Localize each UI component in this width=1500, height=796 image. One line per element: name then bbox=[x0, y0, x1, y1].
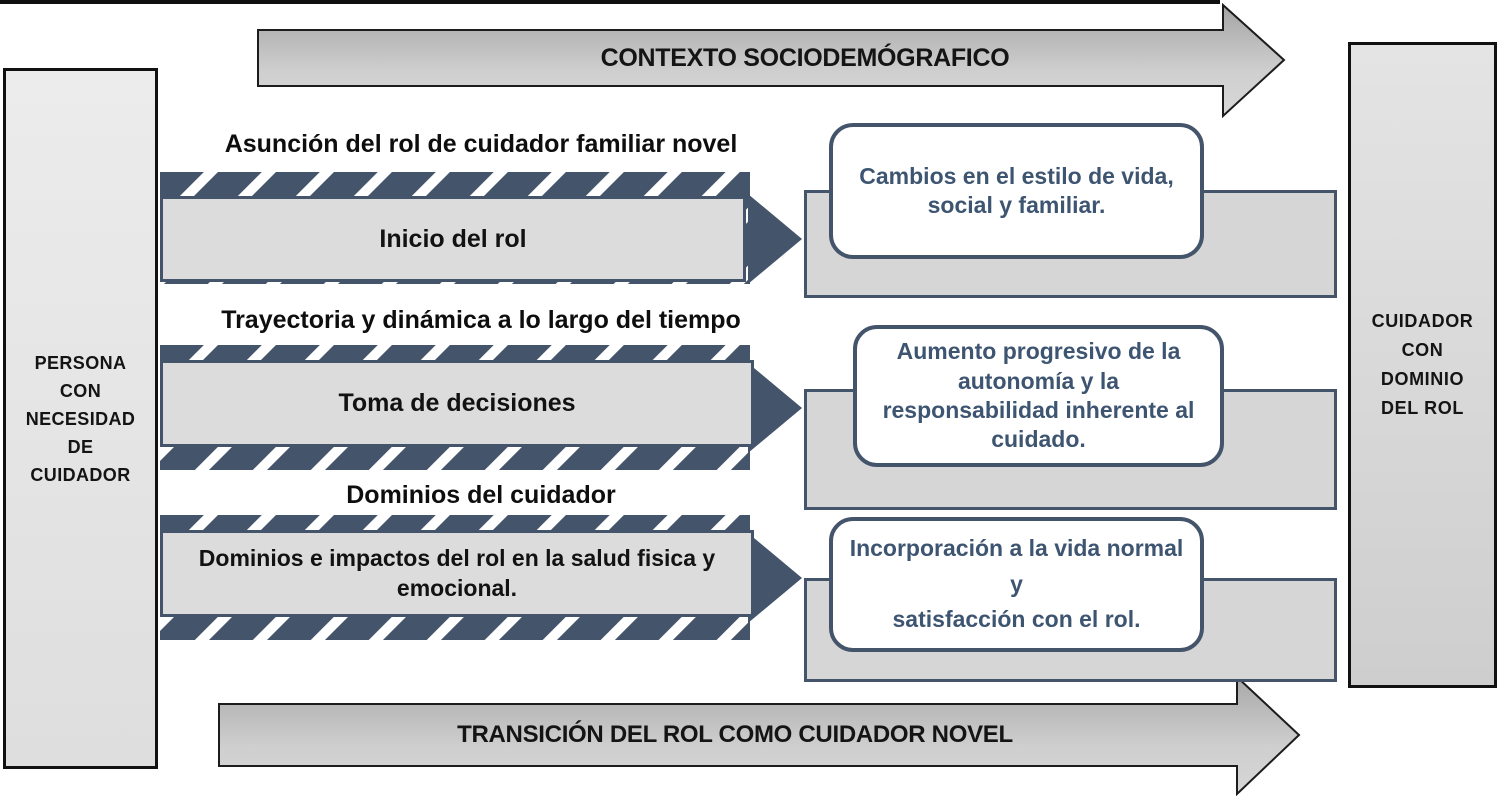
right-panel-label: CUIDADOR CON DOMINIO DEL ROL bbox=[1371, 311, 1474, 418]
row1-callout: Cambios en el estilo de vida, social y f… bbox=[829, 123, 1204, 259]
left-panel-label: PERSONA CON NECESIDAD DE CUIDADOR bbox=[25, 352, 136, 485]
row2-callout-text: Aumento progresivo de la autonomía y la … bbox=[882, 338, 1195, 453]
row3-arrow-box: Dominios e impactos del rol en la salud … bbox=[160, 530, 754, 617]
row2-arrow-box: Toma de decisiones bbox=[160, 360, 754, 447]
left-panel-persona: PERSONA CON NECESIDAD DE CUIDADOR bbox=[3, 68, 158, 769]
row2-callout: Aumento progresivo de la autonomía y la … bbox=[853, 325, 1224, 467]
top-border-line bbox=[0, 0, 1220, 4]
row1-arrow-box: Inicio del rol bbox=[160, 196, 746, 282]
right-panel-cuidador: CUIDADOR CON DOMINIO DEL ROL bbox=[1348, 42, 1497, 688]
row1-heading: Asunción del rol de cuidador familiar no… bbox=[224, 130, 738, 158]
transition-right-arrow-icon bbox=[218, 675, 1301, 796]
row3-heading: Dominios del cuidador bbox=[346, 481, 616, 509]
row1-arrow-box-label: Inicio del rol bbox=[379, 224, 527, 253]
row3-arrow-box-label: Dominios e impactos del rol en la salud … bbox=[198, 544, 716, 601]
context-arrow-label: CONTEXTO SOCIODEMÓGRAFICO bbox=[600, 43, 1010, 72]
row3-callout-text: Incorporación a la vida normal y satisfa… bbox=[849, 535, 1184, 633]
row1-callout-text: Cambios en el estilo de vida, social y f… bbox=[859, 162, 1174, 218]
row2-heading: Trayectoria y dinámica a lo largo del ti… bbox=[221, 306, 741, 334]
transition-arrow-label: TRANSICIÓN DEL ROL COMO CUIDADOR NOVEL bbox=[457, 721, 1013, 748]
context-right-arrow-icon bbox=[257, 3, 1286, 119]
row3-callout: Incorporación a la vida normal y satisfa… bbox=[829, 517, 1204, 652]
row2-arrow-box-label: Toma de decisiones bbox=[338, 389, 576, 417]
